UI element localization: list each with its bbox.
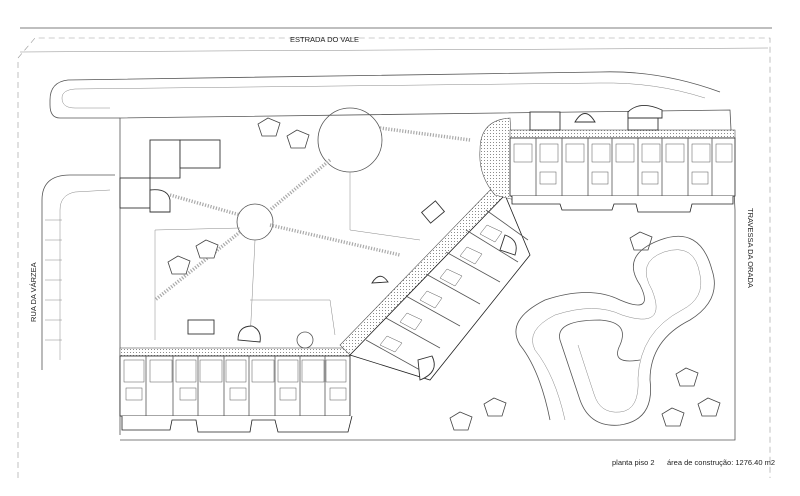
building-wing-left — [119, 319, 353, 433]
left-road-strips — [41, 174, 115, 370]
label-right-road: TRAVESSA DA ORADA — [746, 208, 755, 288]
building-wing-right — [479, 105, 736, 213]
top-road — [49, 71, 721, 119]
garden-paths — [153, 107, 471, 341]
label-floor: planta piso 2 — [612, 458, 655, 467]
winding-path — [515, 235, 715, 426]
label-construction-area: área de construção: 1276.40 m2 — [667, 458, 775, 467]
building-wing-diagonal — [339, 184, 531, 381]
left-outbuildings — [119, 139, 221, 213]
tree-markers — [167, 117, 721, 431]
label-top-road: ESTRADA DO VALE — [290, 35, 359, 44]
site-boundary — [17, 27, 772, 478]
label-left-road: RUA DA VÁRZEA — [29, 262, 38, 322]
